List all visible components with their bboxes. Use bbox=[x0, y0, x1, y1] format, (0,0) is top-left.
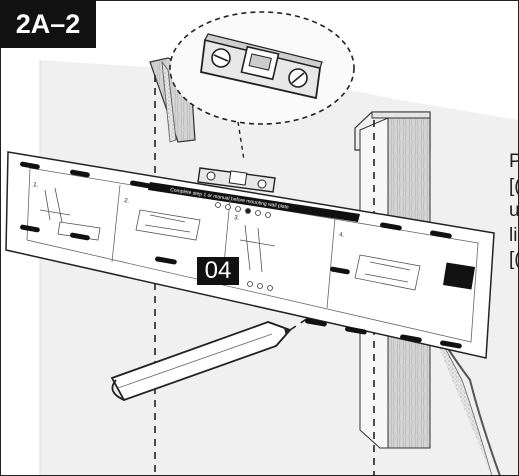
bubble-level-icon bbox=[197, 167, 276, 193]
step-label: 2A–2 bbox=[0, 0, 96, 48]
instruction-line: u bbox=[509, 200, 519, 221]
bubble-level-icon bbox=[200, 33, 323, 100]
instruction-line: [( bbox=[509, 249, 519, 270]
mounting-template bbox=[5, 151, 495, 359]
instruction-line: P bbox=[509, 151, 519, 172]
pencil-icon bbox=[110, 321, 292, 402]
callout-number: 04 bbox=[197, 257, 239, 285]
instruction-line: li bbox=[509, 224, 518, 246]
instruction-line: [( bbox=[509, 175, 519, 197]
template-slots bbox=[20, 161, 462, 349]
instruction-text: P [( u li [( bbox=[509, 150, 519, 273]
level-zoom-callout bbox=[169, 11, 355, 161]
